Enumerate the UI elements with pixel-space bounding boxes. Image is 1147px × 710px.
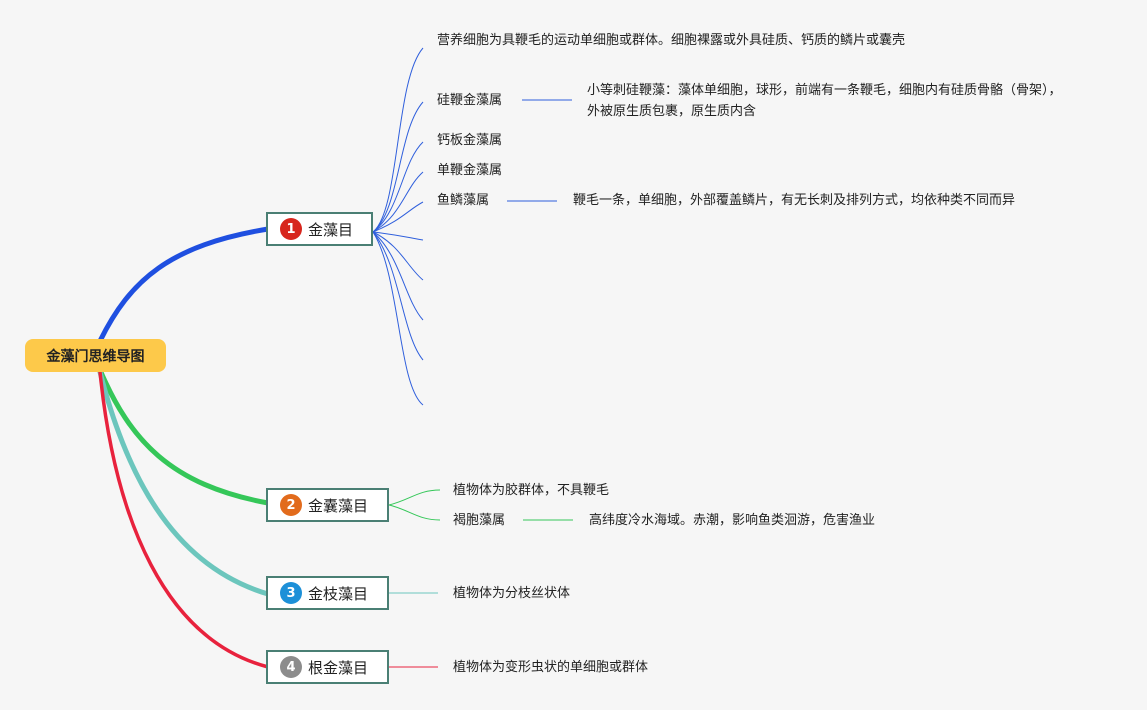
leaf-2-genus-1-detail[interactable]: 高纬度冷水海域。赤潮，影响鱼类洄游，危害渔业 (589, 513, 876, 528)
badge-number-2: 2 (280, 494, 302, 516)
leaf-1-genus-4[interactable]: 鱼鳞藻属 (437, 193, 490, 208)
leaf-2-desc[interactable]: 植物体为胶群体，不具鞭毛 (453, 483, 610, 498)
leaf-3-desc[interactable]: 植物体为分枝丝状体 (453, 586, 571, 601)
branch-label-4: 根金藻目 (308, 658, 369, 677)
root-label: 金藻门思维导图 (46, 348, 145, 365)
root-node[interactable]: 金藻门思维导图 (25, 339, 166, 372)
leaf-2-genus-1[interactable]: 褐胞藻属 (453, 513, 506, 528)
badge-number-1: 1 (280, 218, 302, 240)
leaf-1-genus-3[interactable]: 单鞭金藻属 (437, 163, 503, 178)
branch-label-3: 金枝藻目 (308, 584, 369, 603)
branch-1-fan-lines (372, 47, 424, 406)
badge-number-4: 4 (280, 656, 302, 678)
branch-2-fan-lines (388, 489, 441, 521)
branch-line-3 (97, 369, 271, 597)
branch-label-1: 金藻目 (308, 220, 354, 239)
badge-number-3: 3 (280, 582, 302, 604)
leaf-1-genus-1-detail[interactable]: 小等刺硅鞭藻：藻体单细胞，球形，前端有一条鞭毛，细胞内有硅质骨骼（骨架），外被原… (587, 83, 1062, 119)
branch-node-1[interactable]: 1 金藻目 (266, 212, 373, 246)
branch-node-3[interactable]: 3 金枝藻目 (266, 576, 389, 610)
leaf-1-genus-1[interactable]: 硅鞭金藻属 (437, 93, 503, 108)
branch-line-2 (97, 367, 271, 506)
branch-node-4[interactable]: 4 根金藻目 (266, 650, 389, 684)
leaf-1-genus-4-detail[interactable]: 鞭毛一条，单细胞，外部覆盖鳞片，有无长刺及排列方式，均依种类不同而异 (573, 193, 1016, 208)
branch-line-1 (97, 226, 271, 344)
leaf-1-genus-2[interactable]: 钙板金藻属 (437, 133, 503, 148)
branch-line-4 (98, 370, 270, 669)
leaf-1-desc[interactable]: 营养细胞为具鞭毛的运动单细胞或群体。细胞裸露或外具硅质、钙质的鳞片或囊壳 (437, 33, 906, 48)
leaf-4-desc[interactable]: 植物体为变形虫状的单细胞或群体 (453, 660, 649, 675)
branch-node-2[interactable]: 2 金囊藻目 (266, 488, 389, 522)
branch-label-2: 金囊藻目 (308, 496, 369, 515)
